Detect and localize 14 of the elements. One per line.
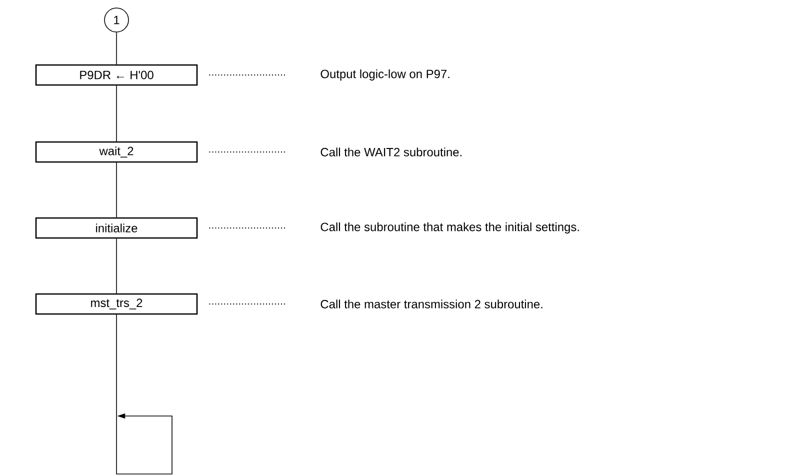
loop-arrow <box>116 314 172 474</box>
leader-line <box>207 74 286 76</box>
flow-line <box>116 85 117 142</box>
flow-line <box>116 32 117 65</box>
flow-line <box>116 162 117 218</box>
flow-line <box>116 238 117 294</box>
description-text: Call the subroutine that makes the initial settings. <box>320 222 579 234</box>
process-box: mst_trs_2 <box>35 293 198 315</box>
process-box: initialize <box>35 217 198 239</box>
process-box: P9DR ← H'00 <box>35 64 198 86</box>
description-text: Output logic-low on P97. <box>320 69 450 81</box>
process-box: wait_2 <box>35 141 198 163</box>
description-text: Call the master transmission 2 subroutine. <box>320 300 542 308</box>
description-text: Call the WAIT2 subroutine. <box>320 148 462 156</box>
